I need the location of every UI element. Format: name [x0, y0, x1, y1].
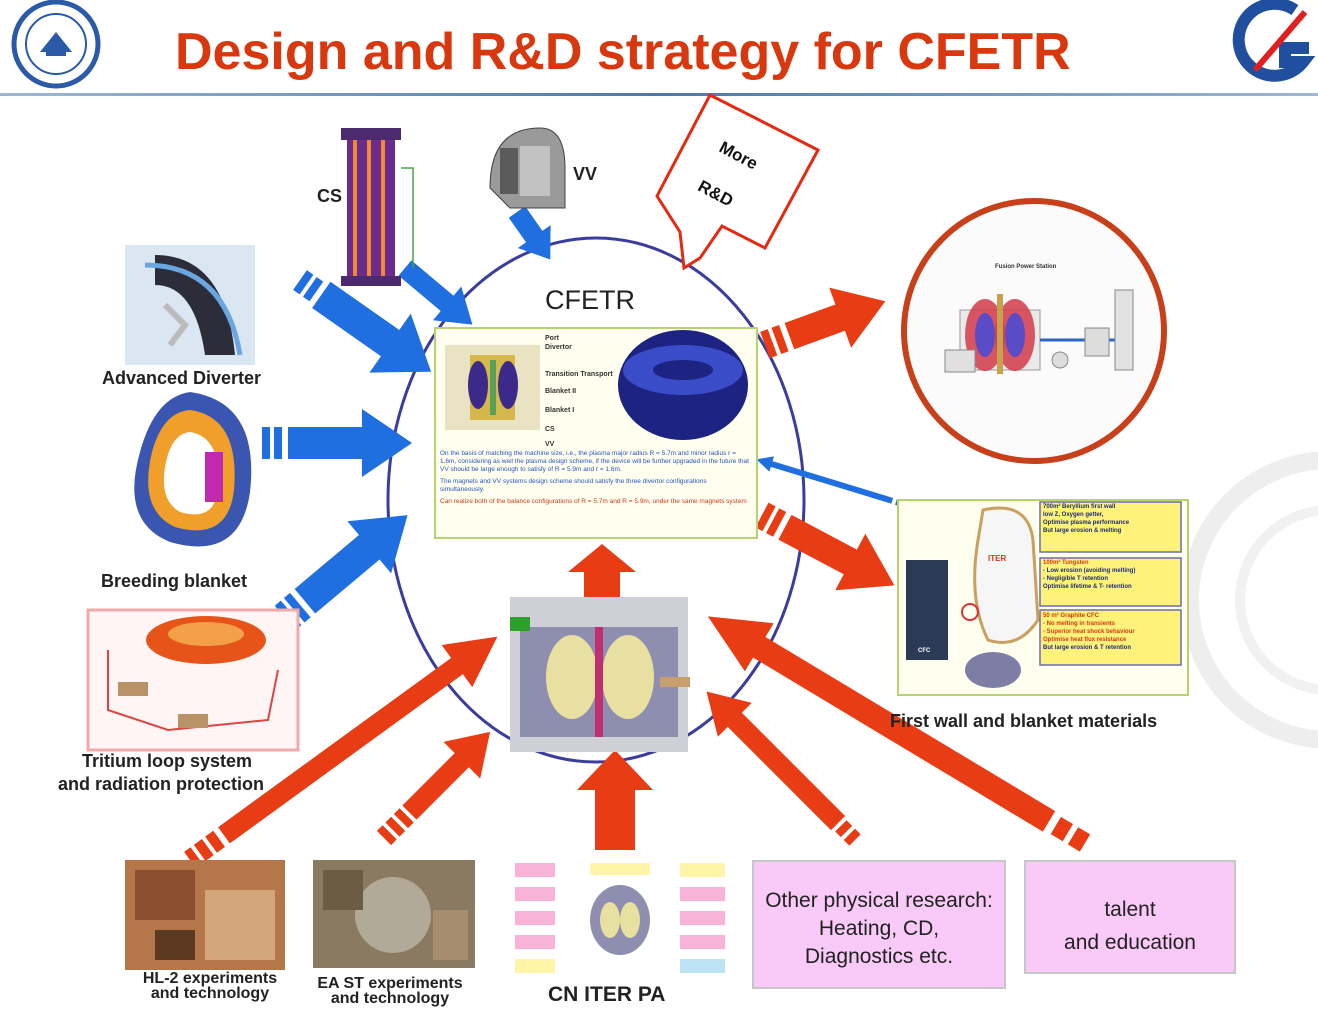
- tritium-label-1: Tritium loop system: [82, 751, 253, 771]
- blue-arrow-firstwall: [756, 456, 911, 510]
- cfetr-label: CFETR: [545, 285, 635, 315]
- fw-box-1-title: 700m² Beryllium first wall: [1043, 504, 1116, 510]
- talent-box: talent and education: [1024, 860, 1236, 974]
- iter-machine-image: [510, 597, 690, 752]
- red-arrow-other: [706, 691, 861, 846]
- fw-box-3-line: Optimise heat flux resistance: [1043, 637, 1127, 643]
- iter-label: ITER: [988, 554, 1007, 563]
- cfc-label: CFC: [918, 648, 931, 654]
- breeding-blanket-label: Breeding blanket: [101, 571, 248, 591]
- fw-box-1-line: But large erosion & melting: [1043, 528, 1122, 534]
- fw-box-2-line: - Low erosion (avoiding melting): [1043, 568, 1136, 574]
- other-research-box: Other physical research: Heating, CD, Di…: [752, 860, 1006, 989]
- tritium-label-2: and radiation protection: [58, 774, 265, 794]
- vv-image: [489, 127, 566, 209]
- other-research-line-2: Heating, CD,: [818, 917, 940, 940]
- institute-logo: [1225, 0, 1318, 88]
- cs-coil-image: [341, 128, 414, 286]
- cfetr-callouts: Port Divertor Transition Transport Blank…: [545, 334, 620, 449]
- blue-arrow-diverter: [293, 270, 432, 373]
- talent-line-1: talent: [1104, 898, 1156, 921]
- callout-divertor: Divertor: [545, 344, 572, 351]
- callout-cs: CS: [545, 426, 555, 433]
- fw-box-1-line: low Z, Oxygen getter,: [1043, 512, 1104, 518]
- cfetr-text-blue-2: The magnets and VV systems design scheme…: [440, 478, 707, 493]
- other-research-line-1: Other physical research:: [765, 889, 993, 912]
- tritium-image: [86, 608, 300, 752]
- fw-box-2-title: 100m² Tungsten: [1043, 560, 1089, 566]
- callout-transport: Transition Transport: [545, 371, 613, 378]
- red-arrow-fusion: [760, 287, 886, 359]
- hl2-photo: [125, 860, 285, 970]
- cs-label: CS: [317, 186, 343, 206]
- blue-arrow-blanket: [262, 409, 412, 477]
- fw-box-2: 100m² Tungsten - Low erosion (avoiding m…: [1043, 559, 1181, 591]
- red-arrow-east: [376, 731, 491, 846]
- red-arrow-talent: [707, 616, 1091, 852]
- red-arrow-firstwall: [755, 502, 895, 591]
- university-logo: [0, 0, 112, 90]
- first-wall-label: First wall and blanket materials: [890, 711, 1158, 731]
- east-photo: [313, 860, 475, 968]
- hl2-label-2: and technology: [150, 985, 270, 1002]
- east-label-1: EA ST experiments: [317, 975, 463, 992]
- vv-label: VV: [573, 164, 598, 184]
- fw-box-1: 700m² Beryllium first wall low Z, Oxygen…: [1043, 503, 1181, 535]
- cfetr-text-red: Can realize both of the balance configur…: [440, 498, 747, 505]
- other-research-line-3: Diagnostics etc.: [804, 945, 954, 968]
- east-label-2: and technology: [330, 990, 450, 1007]
- header-divider: [0, 93, 1318, 96]
- cfetr-description: On the basis of matching the machine siz…: [440, 450, 752, 506]
- fw-box-3-title: 50 m² Graphite CFC: [1043, 613, 1100, 619]
- page-title: Design and R&D strategy for CFETR: [175, 23, 1071, 81]
- red-arrow-up-center: [568, 544, 636, 600]
- fw-box-3-line: - No melting in transients: [1043, 621, 1116, 627]
- hl2-label: HL-2 experiments and technology: [130, 970, 290, 1002]
- east-label: EA ST experiments and technology: [310, 975, 470, 1007]
- talent-line-2: and education: [1064, 931, 1196, 954]
- callout-blanket1: Blanket I: [545, 407, 575, 414]
- fw-box-3-line: But large erosion & T retention: [1043, 645, 1132, 651]
- cn-iter-diagram: [510, 860, 730, 975]
- cfetr-panel-graphics: [434, 327, 758, 539]
- fw-box-2-line: - Negligible T retention: [1043, 576, 1109, 582]
- callout-blanket2: Blanket II: [545, 388, 577, 395]
- diverter-image: [125, 245, 255, 365]
- blue-arrows: [262, 206, 911, 631]
- fw-box-2-line: Optimise lifetime & T- retention: [1043, 584, 1132, 590]
- blue-arrow-cs: [398, 260, 473, 325]
- fusion-station-title: Fusion Power Station: [995, 264, 1057, 270]
- cfetr-ellipse: [386, 236, 806, 764]
- blanket-image: [134, 392, 252, 547]
- fw-box-3-line: - Superior heat shock behaviour: [1043, 629, 1135, 635]
- blue-arrow-vv: [508, 206, 551, 260]
- more-rd-callout: [655, 92, 821, 271]
- cn-iter-label: CN ITER PA: [548, 983, 666, 1006]
- callout-port: Port: [545, 335, 559, 342]
- first-wall-graphics: [897, 499, 1189, 696]
- callout-vv: VV: [545, 441, 555, 448]
- fusion-station-drawing: [944, 289, 1134, 374]
- fw-box-1-line: Optimise plasma performance: [1043, 520, 1130, 526]
- red-arrow-up-cniter: [577, 750, 653, 850]
- red-arrows: [184, 287, 1091, 869]
- hl2-label-1: HL-2 experiments: [142, 970, 278, 987]
- cfetr-text-blue-1: On the basis of matching the machine siz…: [440, 450, 749, 473]
- fw-box-3: 50 m² Graphite CFC - No melting in trans…: [1043, 612, 1181, 652]
- advanced-diverter-label: Advanced Diverter: [102, 368, 262, 388]
